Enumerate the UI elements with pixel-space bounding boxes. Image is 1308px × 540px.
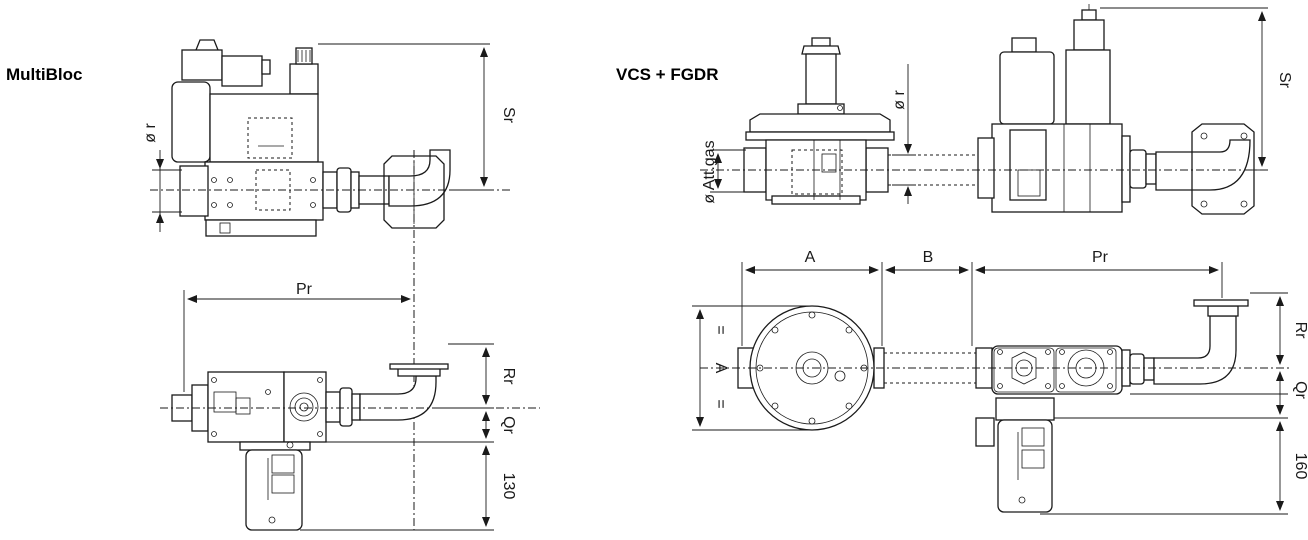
dim-qr-vcs: Qr (1292, 381, 1308, 399)
vcs-valve-side-view (977, 4, 1255, 215)
dim-a-horizontal: A (805, 249, 816, 266)
dim-diam-r-multibloc: ø r (142, 123, 159, 143)
dim-att-gas: ø Att.gas (701, 140, 718, 203)
fgdr-regulator-side-view (743, 37, 895, 205)
dim-pr-multibloc: Pr (296, 281, 313, 298)
dim-pr-vcs: Pr (1092, 249, 1109, 266)
dim-eq-lower: = (712, 399, 729, 408)
dim-sr-multibloc: Sr (500, 107, 517, 124)
dim-a-vertical: A (712, 363, 729, 374)
multibloc-side-view (171, 39, 451, 237)
dim-sr-vcs: Sr (1276, 72, 1293, 89)
multibloc-top-view (171, 363, 449, 531)
vcs-fgdr-title: VCS + FGDR (616, 65, 719, 84)
dim-rr-vcs: Rr (1292, 322, 1308, 340)
multibloc-title: MultiBloc (6, 65, 83, 84)
dim-b: B (923, 249, 934, 266)
vcs-valve-top-view (975, 299, 1249, 513)
dim-130: 130 (500, 473, 517, 500)
dim-qr-multibloc: Qr (500, 416, 517, 434)
dim-rr-multibloc: Rr (500, 368, 517, 386)
dim-160: 160 (1292, 453, 1308, 480)
dim-diam-r-vcs: ø r (891, 90, 908, 110)
dim-eq-upper: = (712, 325, 729, 334)
